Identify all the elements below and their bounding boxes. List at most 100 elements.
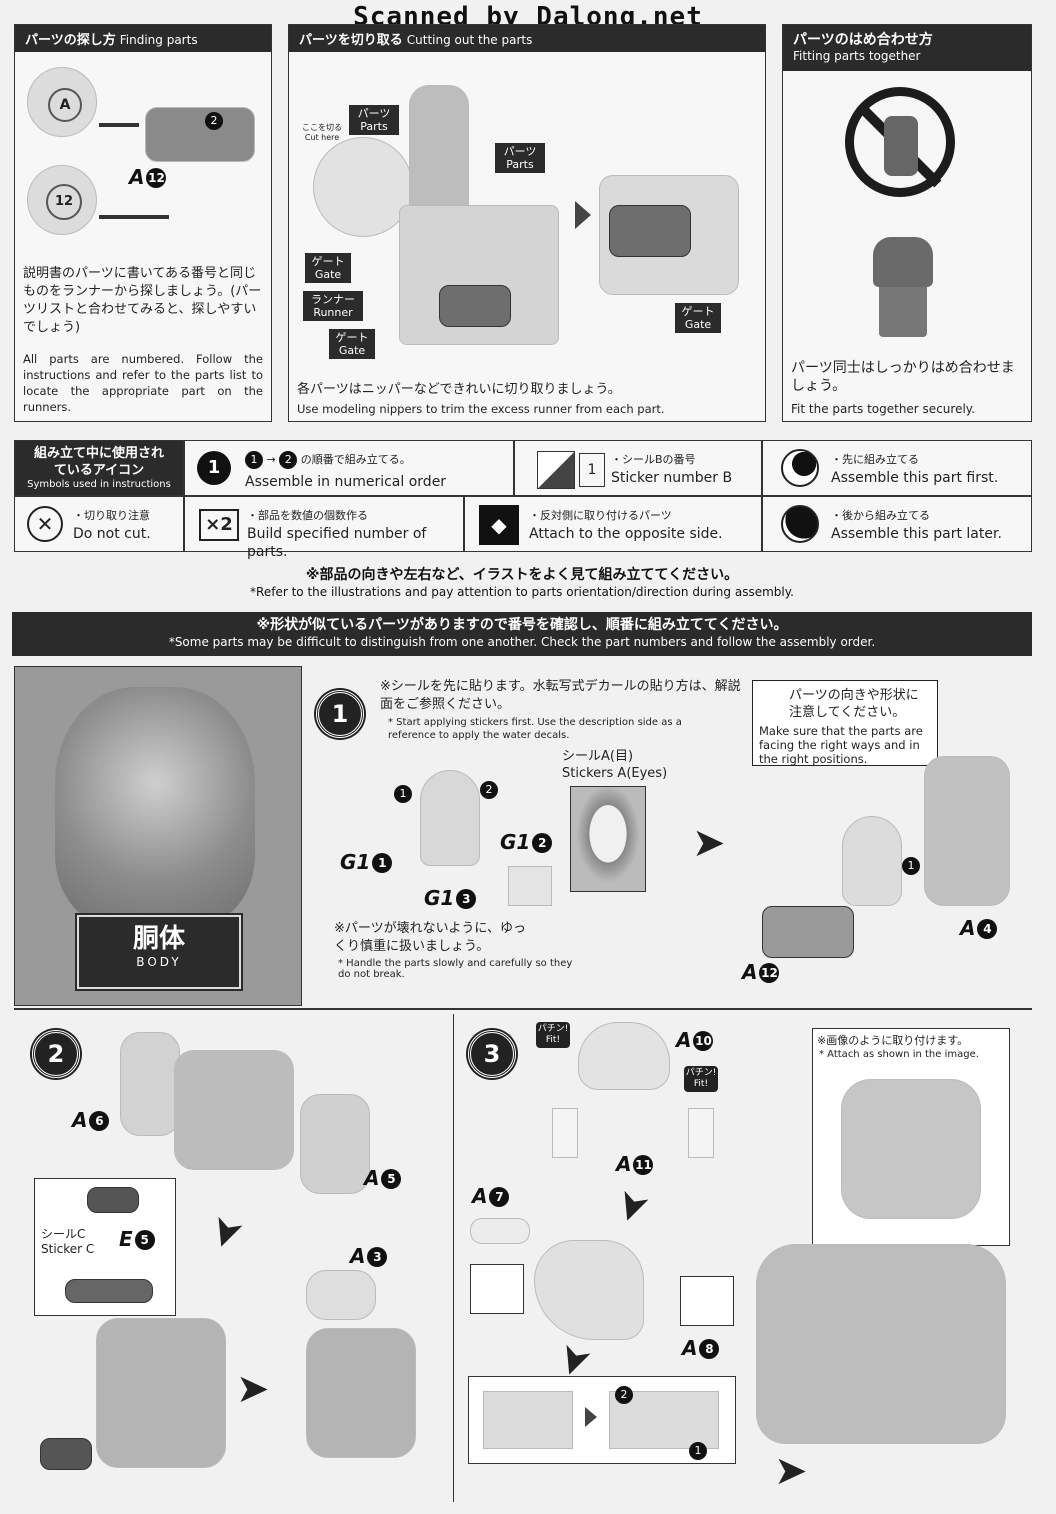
step1-caution-box: パーツの向きや形状に注意してください。 Make sure that the p… [752,680,938,766]
part-number: 10 [693,1031,714,1051]
part-number: 4 [977,919,998,939]
runner-number-tag: 12 [46,184,82,220]
part-letter: A [472,1184,488,1208]
part-letter: A [676,1028,692,1052]
lower-part-illustration [762,906,854,958]
step1-handle-jp: ※パーツが壊れないように、ゆっくり慎重に扱いましょう。 [334,921,526,954]
gate-tag-jp: ゲート [335,331,369,344]
sticker-icon [537,451,575,489]
part-number: 5 [381,1169,402,1189]
joint-after-illustration [609,1391,719,1449]
part-letter: A [364,1166,380,1190]
runner-tag-jp: ランナー [311,293,355,306]
legend-first-jp: ・先に組み立てる [831,453,919,466]
arrow-icon [99,215,169,219]
legend-first-en: Assemble this part first. [831,470,999,486]
back-shell-illustration [300,1094,370,1194]
finding-desc-en: All parts are numbered. Follow the instr… [23,352,263,414]
hip-shell-illustration [534,1240,644,1340]
legend-order: 1 1 → 2 の順番で組み立てる。 Assemble in numerical… [184,440,514,496]
cutting-desc-jp: 各パーツはニッパーなどできれいに切り取りましょう。 [297,382,621,397]
cut-here-label: ここを切る Cut here [297,123,347,143]
order-marker-2c: 2 [615,1383,633,1404]
part-number: 1 [372,853,393,873]
part-letter: G1 [340,850,371,874]
sticker-c-label: シールC Sticker C [41,1227,94,1257]
detail-box-right [680,1276,734,1326]
part-number: 3 [367,1247,388,1267]
order-marker-2: 2 [279,451,298,469]
cut-detail-circle [313,137,413,237]
order-marker-2: 2 [480,778,498,799]
step1-panel: 1 ※シールを先に貼ります。水転写式デカールの貼り方は、解説面をご参照ください。… [304,666,1032,1006]
sticker-a-en: Stickers A(Eyes) [562,766,668,781]
cutting-title-jp: パーツを切り取る [299,33,403,48]
cutting-desc-en: Use modeling nippers to trim the excess … [297,402,665,416]
legend-first: ・先に組み立てる Assemble this part first. [762,440,1032,496]
assemble-later-icon [781,505,819,543]
body-label-jp: 胴体 [132,924,185,954]
fitting-title-en: Fitting parts together [793,49,921,63]
order-number: 1 [689,1442,707,1460]
notice-part-numbers-en: *Some parts may be difficult to distingu… [168,635,876,649]
notice-part-numbers: ※形状が似ているパーツがありますので番号を確認し、順番に組み立ててください。 *… [12,612,1032,656]
notice-orientation-jp: ※部品の向きや左右など、イラストをよく見て組み立ててください。 [305,567,739,583]
sticker-a-label: シールA(目) Stickers A(Eyes) [562,748,712,782]
runner-tag-en: Runner [313,306,353,319]
parts-tag-jp: パーツ [503,145,537,158]
part-number: 8 [699,1339,720,1359]
body-section-panel: 胴体 BODY [14,666,302,1006]
pin-detail-left [552,1108,578,1158]
next-arrow-icon: ➤ [692,820,726,866]
legend-order-en: Assemble in numerical order [245,474,447,490]
parts-tag-en: Parts [506,158,534,171]
legend-sticker: 1 ・シールBの番号 Sticker number B [514,440,762,496]
legend-later-jp: ・後から組み立てる [831,509,930,522]
finding-title-en: Finding parts [119,33,198,47]
next-arrow-icon: ➤ [774,1448,808,1494]
step1-caution-jp: パーツの向きや形状に注意してください。 [789,688,919,720]
seated-figure-illustration [842,816,902,906]
legend-multi-jp: ・部品を数値の個数作る [247,509,368,522]
legend-head-jp: 組み立て中に使用されているアイコン [33,446,164,478]
sticker-c-part-illustration [65,1279,153,1303]
order-number: 1 [394,785,412,803]
attach-note-box: ※画像のように取り付けます。 * Attach as shown in the … [812,1028,1010,1246]
order-number: 2 [480,781,498,799]
gate-tag-en: Gate [314,268,342,281]
legend-opp-jp: ・反対側に取り付けるパーツ [529,509,672,522]
a3-part-illustration [306,1270,376,1320]
order-number: 1 [902,857,920,875]
cut-here-jp: ここを切る [302,123,342,132]
attach-note-jp: ※画像のように取り付けます。 [817,1034,969,1047]
step2-assembly-left [96,1318,226,1468]
step-order-marker: 2 [205,109,223,130]
part-bottom [879,287,927,337]
legend-head-en: Symbols used in instructions [27,479,171,490]
legend-opp-en: Attach to the opposite side. [529,526,723,542]
runner-illustration: A [27,67,97,137]
order-number: 2 [615,1386,633,1404]
assemble-first-icon [781,449,819,487]
torso-shell-illustration [174,1050,294,1170]
trimmed-part [609,205,691,257]
detail-box-left [470,1264,524,1314]
part-letter: A [129,165,145,189]
part-number: 3 [456,889,477,909]
fitting-parts-header: パーツのはめ合わせ方 Fitting parts together [783,25,1031,71]
order-marker-1b: 1 [902,854,920,875]
notice-orientation: ※部品の向きや左右など、イラストをよく見て組み立ててください。 *Refer t… [12,562,1032,606]
legend-nocut: ✕ ・切り取り注意 Do not cut. [14,496,184,552]
legend-multi-en: Build specified number of parts. [247,526,427,560]
